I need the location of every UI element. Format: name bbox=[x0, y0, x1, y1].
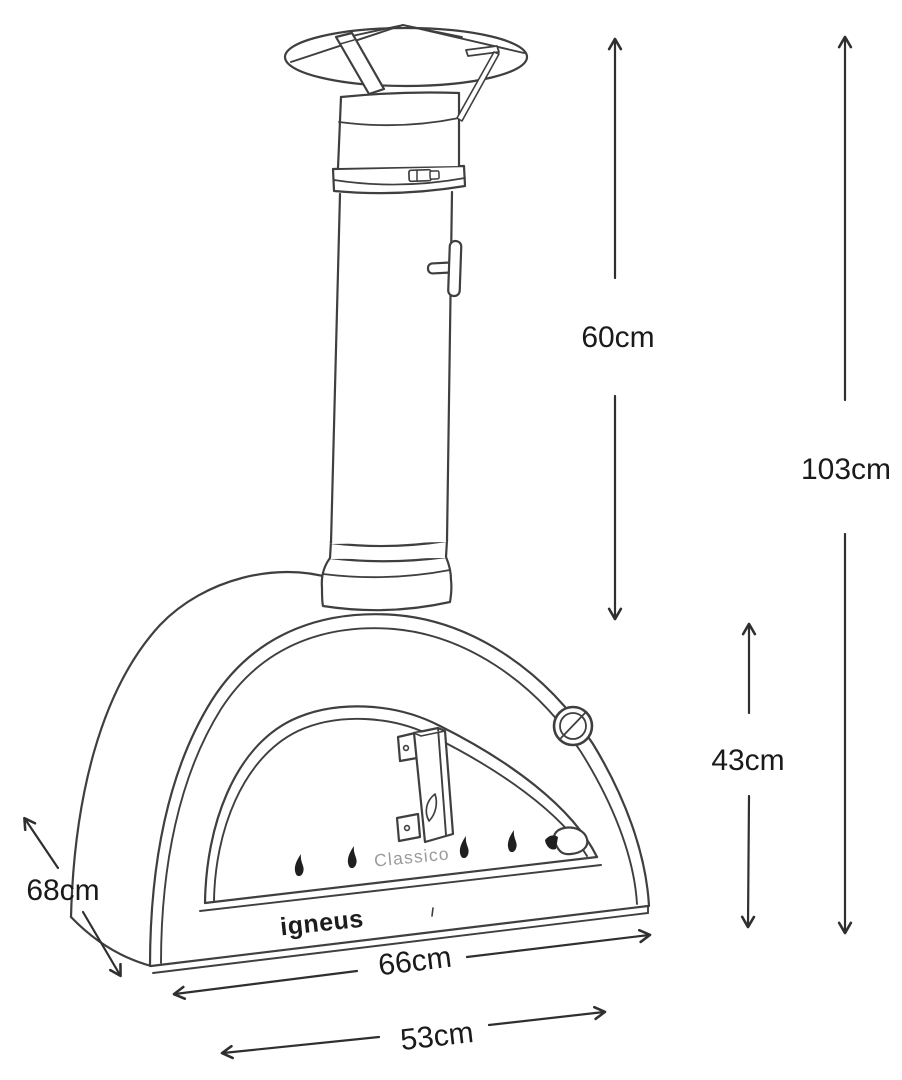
dimension-chimney-height: 60cm bbox=[581, 37, 655, 621]
flame-icon bbox=[347, 846, 357, 869]
rain-cap bbox=[283, 24, 529, 122]
handle-leaf-emblem bbox=[425, 793, 438, 822]
pizza-peel-icon bbox=[545, 826, 589, 856]
arrow-left bbox=[220, 1035, 381, 1060]
oven-dome bbox=[69, 570, 651, 968]
damper-grip bbox=[447, 239, 463, 298]
flue-base-collar-seam bbox=[322, 569, 451, 579]
cap-support-rod-right bbox=[456, 51, 500, 122]
dimension-label-103cm: 103cm bbox=[801, 453, 891, 486]
dimension-label-60cm: 60cm bbox=[581, 321, 654, 354]
thermometer-gauge bbox=[552, 705, 594, 747]
chimney bbox=[283, 24, 529, 612]
flame-icon bbox=[294, 854, 304, 877]
flue-upper-collar bbox=[336, 91, 461, 170]
base-bottom-edge-2 bbox=[152, 912, 649, 974]
cap-support-strut-left bbox=[334, 31, 386, 96]
upper-collar-top-edge bbox=[339, 91, 461, 99]
flue-clamp-band bbox=[331, 164, 467, 195]
dimension-label-53cm: 53cm bbox=[399, 1016, 476, 1057]
flue-pipe-left-edge bbox=[329, 192, 342, 545]
gauge-needle bbox=[560, 711, 587, 739]
handle-bar-side-edge bbox=[437, 727, 447, 836]
handle-top-screw bbox=[402, 744, 410, 752]
flame-icon bbox=[459, 836, 469, 859]
dimension-base-width: 66cm bbox=[172, 928, 652, 1000]
clamp-band-body bbox=[331, 164, 467, 195]
base-center-join bbox=[431, 907, 434, 917]
brand-logo-text: igneus bbox=[279, 905, 365, 942]
upper-collar-left-edge bbox=[336, 95, 343, 170]
opening-arch-outer bbox=[203, 705, 599, 905]
dimension-label-66cm: 66cm bbox=[377, 941, 454, 983]
flame-icon bbox=[507, 830, 517, 853]
dimension-depth: 68cm bbox=[23, 816, 122, 978]
dimension-label-68cm: 68cm bbox=[26, 874, 99, 907]
dimension-label-43cm: 43cm bbox=[711, 744, 784, 777]
upper-collar-body bbox=[338, 93, 459, 168]
flue-base-collar bbox=[320, 555, 453, 612]
dome-front-rim-outer bbox=[148, 613, 651, 968]
arrow-right bbox=[465, 928, 652, 959]
arrow-right bbox=[487, 1005, 607, 1027]
handle-bottom-screw bbox=[403, 824, 411, 832]
dome-base-left-curve bbox=[69, 915, 153, 968]
oven-base bbox=[149, 904, 650, 974]
arrow-down bbox=[740, 794, 756, 929]
dome-left-silhouette bbox=[69, 570, 332, 919]
dimension-annotations: 60cm 103cm 43cm 68cm 66cm 53cm bbox=[23, 35, 891, 1060]
peel-head bbox=[552, 826, 589, 856]
damper-handle bbox=[426, 239, 463, 298]
arrow-left bbox=[172, 969, 359, 1000]
clamp-latch bbox=[408, 168, 432, 183]
base-bottom-edge-1 bbox=[149, 904, 650, 968]
cap-strut-left-notch bbox=[339, 39, 355, 45]
upper-collar-seam bbox=[338, 117, 460, 127]
model-name-text: Classico bbox=[373, 843, 450, 870]
flue-lower-band-right bbox=[444, 538, 449, 559]
handle-bar bbox=[412, 726, 455, 844]
arrow-up-left bbox=[23, 816, 60, 870]
flue-lower-band-top-seam bbox=[329, 539, 448, 548]
dome-front-rim-inner bbox=[160, 627, 638, 964]
dimension-total-height: 103cm bbox=[801, 35, 891, 935]
flue-pipe-fill bbox=[330, 190, 453, 544]
arrow-down-right bbox=[81, 910, 122, 978]
door-handle bbox=[395, 726, 455, 844]
clamp-band-seam bbox=[333, 177, 466, 186]
oven-illustration: Classico igneus bbox=[69, 570, 651, 974]
peel-handle bbox=[545, 835, 558, 850]
oven-opening bbox=[199, 705, 602, 912]
opening-arch-inner bbox=[213, 717, 588, 902]
dimension-body-height: 43cm bbox=[711, 622, 785, 929]
cap-support-rod-right-top bbox=[465, 45, 500, 57]
hearth-edge-line-2 bbox=[199, 864, 602, 912]
handle-bar-top-face bbox=[413, 730, 446, 737]
hearth-edge-line-1 bbox=[203, 855, 599, 905]
clamp-latch-tab bbox=[429, 170, 440, 180]
dimension-front-width: 53cm bbox=[220, 1005, 607, 1060]
